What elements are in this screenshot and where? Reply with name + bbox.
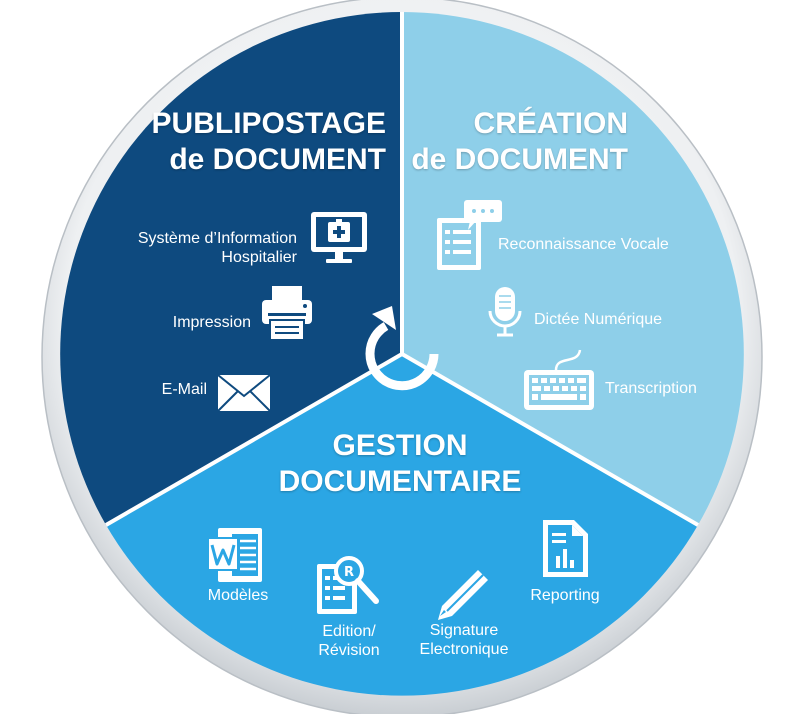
sector-title-creation: CRÉATION de DOCUMENT bbox=[411, 106, 628, 178]
gestion-title-line2: DOCUMENTAIRE bbox=[278, 465, 522, 498]
item-label: Transcription bbox=[605, 380, 697, 397]
item-label: Reporting bbox=[530, 587, 600, 604]
sector-gestion bbox=[106, 354, 698, 696]
sector-dividers bbox=[104, 12, 700, 527]
document-speech-bubble-icon bbox=[437, 200, 502, 270]
microphone-icon bbox=[488, 287, 522, 337]
cycle-arrow-icon bbox=[365, 306, 439, 391]
item-dictee-numerique: Dictée Numérique bbox=[534, 310, 662, 329]
publipostage-title-line1: PUBLIPOSTAGE bbox=[151, 107, 386, 140]
keyboard-icon bbox=[524, 349, 594, 410]
pen-icon bbox=[438, 570, 488, 620]
sector-title-publipostage: PUBLIPOSTAGE de DOCUMENT bbox=[152, 106, 386, 178]
item-signature-electronique: Signature Electronique bbox=[404, 621, 524, 659]
creation-title-line2: de DOCUMENT bbox=[411, 143, 628, 176]
item-label: Reconnaissance Vocale bbox=[498, 236, 669, 253]
item-impression: Impression bbox=[173, 313, 251, 332]
item-label: E-Mail bbox=[161, 381, 207, 398]
publipostage-title-line2: de DOCUMENT bbox=[169, 143, 386, 176]
gestion-title-line1: GESTION bbox=[332, 429, 468, 462]
word-document-icon bbox=[207, 528, 262, 582]
item-label-line1: Signature bbox=[429, 622, 499, 639]
item-systeme-information: Système d’Information Hospitalier bbox=[138, 229, 297, 267]
item-email: E-Mail bbox=[162, 380, 207, 399]
sector-title-gestion: GESTION DOCUMENTAIRE bbox=[260, 428, 540, 500]
sector-publipostage bbox=[60, 12, 403, 525]
item-reconnaissance-vocale: Reconnaissance Vocale bbox=[498, 235, 669, 254]
item-label: Dictée Numérique bbox=[534, 311, 663, 328]
item-label-line2: Révision bbox=[318, 642, 380, 659]
item-label-line2: Hospitalier bbox=[221, 249, 297, 266]
sector-creation bbox=[402, 12, 744, 525]
item-reporting: Reporting bbox=[515, 586, 615, 605]
item-transcription: Transcription bbox=[605, 379, 697, 398]
item-label-line1: Edition/ bbox=[322, 623, 376, 640]
item-edition-revision: Edition/ Révision bbox=[299, 622, 399, 660]
svg-text:R: R bbox=[344, 565, 354, 580]
printer-icon bbox=[262, 286, 312, 341]
item-modeles: Modèles bbox=[188, 586, 288, 605]
document-magnifier-icon: R bbox=[317, 556, 379, 614]
item-label: Modèles bbox=[207, 587, 269, 604]
report-chart-icon bbox=[543, 520, 588, 577]
monitor-medical-icon bbox=[311, 212, 367, 263]
creation-title-line1: CRÉATION bbox=[473, 107, 628, 140]
item-label-line2: Electronique bbox=[419, 641, 509, 658]
item-label-line1: Système d’Information bbox=[137, 230, 297, 247]
envelope-icon bbox=[217, 374, 271, 412]
item-label: Impression bbox=[172, 314, 251, 331]
